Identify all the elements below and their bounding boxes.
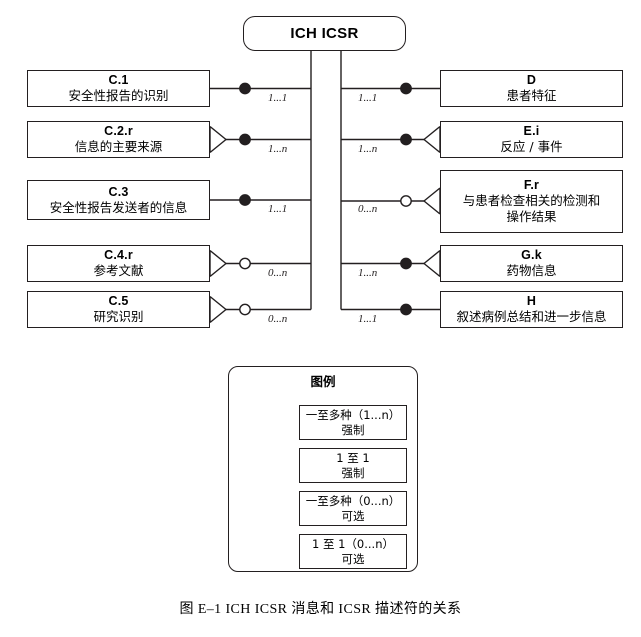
entity-code: H: [526, 294, 537, 308]
multiplicity-label-c5: 0...n: [268, 313, 288, 325]
entity-box-c2r[interactable]: C.2.r 信息的主要来源: [27, 121, 210, 158]
legend-title: 图例: [310, 373, 336, 389]
relation-marker-right-3: [400, 257, 412, 270]
crowsfoot-right-3: [423, 249, 441, 278]
entity-name: 药物信息: [506, 263, 557, 279]
entity-code: C.3: [108, 184, 129, 199]
entity-code: C.4.r: [104, 248, 133, 262]
relation-marker-left-4: [239, 303, 251, 316]
legend-item-box-0[interactable]: 一至多种（1...n） 强制: [299, 405, 407, 440]
root-node-ich-icsr[interactable]: ICH ICSR: [243, 16, 406, 51]
entity-box-d[interactable]: D 患者特征: [440, 70, 623, 107]
entity-box-c3[interactable]: C.3 安全性报告发送者的信息: [27, 180, 210, 220]
legend-item-line2: 强制: [341, 465, 365, 480]
entity-name: 安全性报告发送者的信息: [49, 199, 188, 215]
entity-name: 患者特征: [506, 88, 557, 104]
entity-code: F.r: [523, 178, 540, 193]
entity-code: C.2.r: [104, 124, 133, 138]
multiplicity-label-c1: 1...1: [268, 92, 288, 104]
entity-name: 叙述病例总结和进一步信息: [456, 309, 607, 325]
entity-box-gk[interactable]: G.k 药物信息: [440, 245, 623, 282]
relation-marker-right-1: [400, 133, 412, 146]
relation-marker-right-0: [400, 82, 412, 95]
multiplicity-label-ei: 1...n: [358, 143, 378, 155]
crowsfoot-right-1: [423, 125, 441, 154]
legend-item-line2: 可选: [341, 551, 365, 566]
entity-box-ei[interactable]: E.i 反应 / 事件: [440, 121, 623, 158]
entity-name: 反应 / 事件: [500, 139, 563, 155]
entity-name: 研究识别: [93, 309, 144, 325]
multiplicity-label-gk: 1...n: [358, 267, 378, 279]
relation-marker-right-2: [400, 195, 412, 207]
figure-caption: 图 E–1 ICH ICSR 消息和 ICSR 描述符的关系: [179, 602, 462, 617]
crowsfoot-left-1: [209, 125, 227, 154]
entity-box-c4r[interactable]: C.4.r 参考文献: [27, 245, 210, 282]
legend-item-line1: 一至多种（1...n）: [305, 407, 401, 422]
entity-box-fr[interactable]: F.r 与患者检查相关的检测和 操作结果: [440, 170, 623, 233]
entity-code: E.i: [523, 124, 540, 138]
legend-item-line1: 1 至 1: [336, 450, 370, 465]
entity-name: 安全性报告的识别: [68, 88, 169, 104]
entity-box-h[interactable]: H 叙述病例总结和进一步信息: [440, 291, 623, 328]
legend-item-line2: 强制: [341, 422, 365, 437]
multiplicity-label-h: 1...1: [358, 313, 378, 325]
entity-code: G.k: [521, 248, 542, 262]
relation-marker-left-1: [239, 133, 251, 146]
entity-code: D: [526, 73, 537, 87]
multiplicity-label-c2r: 1...n: [268, 143, 288, 155]
crowsfoot-left-3: [209, 249, 227, 278]
entity-code: C.1: [108, 73, 129, 87]
legend-item-box-2[interactable]: 一至多种（0...n） 可选: [299, 491, 407, 526]
multiplicity-label-d: 1...1: [358, 92, 378, 104]
legend-item-box-1[interactable]: 1 至 1 强制: [299, 448, 407, 483]
entity-name: 信息的主要来源: [74, 139, 163, 155]
relation-marker-left-0: [239, 82, 251, 95]
entity-box-c5[interactable]: C.5 研究识别: [27, 291, 210, 328]
multiplicity-label-c4r: 0...n: [268, 267, 288, 279]
entity-box-c1[interactable]: C.1 安全性报告的识别: [27, 70, 210, 107]
legend-item-box-3[interactable]: 1 至 1（0...n） 可选: [299, 534, 407, 569]
legend-item-line2: 可选: [341, 508, 365, 523]
entity-name-line2: 操作结果: [506, 209, 557, 225]
entity-name: 与患者检查相关的检测和: [462, 193, 601, 209]
crowsfoot-right-2: [423, 187, 441, 215]
legend-item-line1: 一至多种（0...n）: [305, 493, 401, 508]
root-node-label: ICH ICSR: [290, 25, 359, 42]
relation-marker-left-2: [239, 194, 251, 206]
multiplicity-label-fr: 0...n: [358, 203, 378, 215]
relation-marker-right-4: [400, 303, 412, 316]
legend-item-line1: 1 至 1（0...n）: [311, 536, 395, 551]
entity-name: 参考文献: [93, 263, 144, 279]
multiplicity-label-c3: 1...1: [268, 203, 288, 215]
crowsfoot-left-4: [209, 295, 227, 324]
entity-code: C.5: [108, 294, 129, 308]
relation-marker-left-3: [239, 257, 251, 270]
